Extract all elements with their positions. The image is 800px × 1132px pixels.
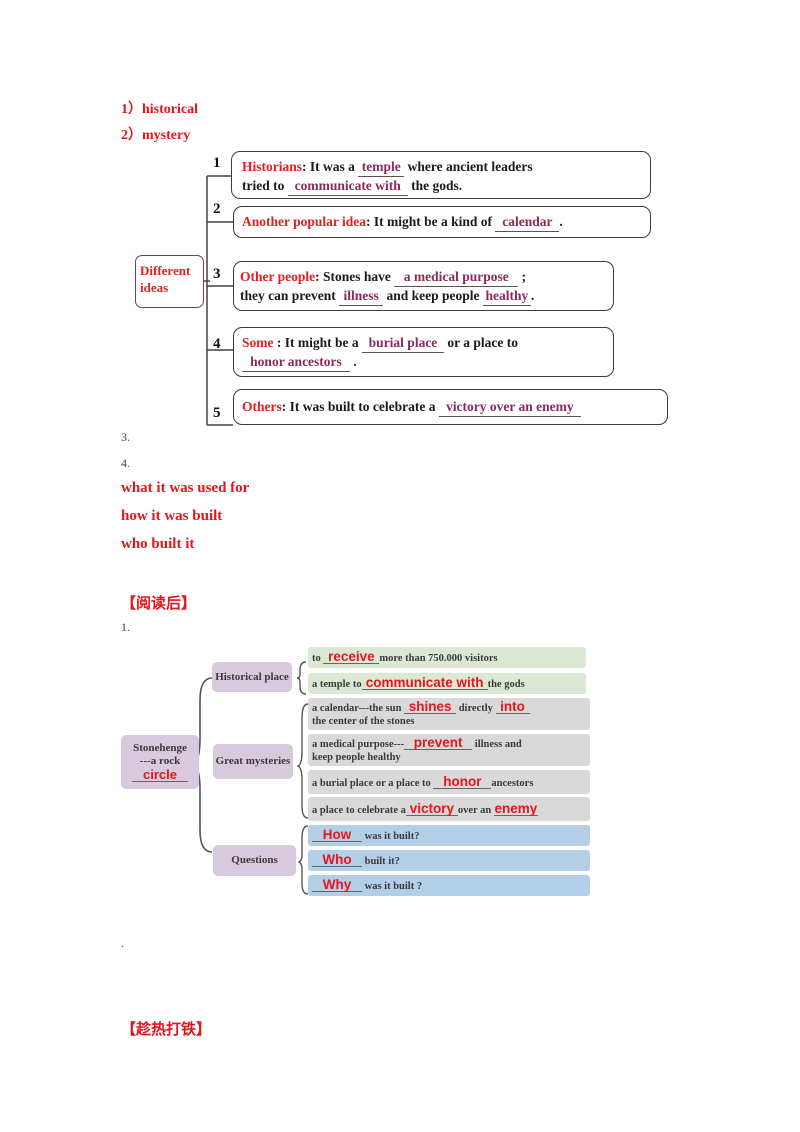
list-item-1: 1. [121,620,130,634]
row-medical-purpose: a medical purpose---prevent illness and … [308,734,590,766]
blank-answer: prevent [404,736,473,750]
blank-answer: shines [404,700,457,714]
list-item-historical: 1）historical [121,102,198,117]
idea-label: Some [242,335,274,350]
blank-answer: burial place [362,334,444,353]
idea-number-3: 3 [213,266,221,282]
stray-dot: . [121,936,124,950]
row-question-how: How was it built? [308,825,590,846]
row-question-why: Why was it built ? [308,875,590,896]
blank-answer: victory [405,801,458,816]
section-heading-after-reading: 【阅读后】 [121,596,197,612]
idea-number-5: 5 [213,405,221,421]
section-heading-practice: 【趁热打铁】 [121,1022,212,1038]
blank-answer: How [312,828,362,842]
blank-answer: honor ancestors [242,353,350,372]
idea-box-others: Others: It was built to celebrate a vict… [233,389,668,425]
blank-answer: enemy [493,800,538,816]
blank-answer: receive [323,650,380,664]
blank-answer: communicate with [361,676,488,690]
row-question-who: Who built it? [308,850,590,871]
blank-answer: healthy [482,287,531,306]
idea-label: Another popular idea [242,214,367,229]
idea-box-other-people: Other people: Stones have a medical purp… [233,261,614,311]
idea-number-4: 4 [213,336,221,352]
blank-answer: communicate with [287,177,408,196]
blank-answer: honor [433,774,492,789]
stonehenge-center-box: Stonehenge ---a rock circle [121,735,199,789]
idea-box-historians: Historians: It was a temple where ancien… [231,151,651,199]
list-item-4: 4. [121,456,130,470]
blank-answer: into [495,700,530,714]
blank-answer: a medical purpose [394,268,519,287]
idea-label: Other people [240,269,316,284]
diagram1-connector-lines [204,175,233,426]
branch-historical-place: Historical place [212,662,292,692]
blank-answer: calendar [495,213,560,232]
blank-answer: circle [132,768,188,782]
idea-box-some: Some : It might be a burial place or a p… [233,327,614,377]
idea-number-2: 2 [213,201,221,217]
answer-line: how it was built [121,508,223,524]
branch-questions: Questions [213,845,296,876]
blank-answer: Who [312,853,362,867]
list-item-mystery: 2）mystery [121,128,191,143]
row-calendar: a calendar---the sun shines directly int… [308,698,590,730]
idea-label: Historians [242,159,303,174]
blank-answer: temple [358,158,405,177]
diagram2-bracket-lines [192,661,309,895]
different-ideas-box: Different ideas [135,255,204,308]
idea-number-1: 1 [213,155,221,171]
blank-answer: illness [339,287,384,306]
branch-great-mysteries: Great mysteries [213,744,293,779]
idea-label: Others [242,399,282,414]
idea-box-popular: Another popular idea: It might be a kind… [233,206,651,238]
answer-line: who built it [121,536,195,552]
blank-answer: Why [312,878,362,892]
answer-line: what it was used for [121,480,250,496]
list-item-3: 3. [121,430,130,444]
blank-answer: victory over an enemy [438,398,581,417]
